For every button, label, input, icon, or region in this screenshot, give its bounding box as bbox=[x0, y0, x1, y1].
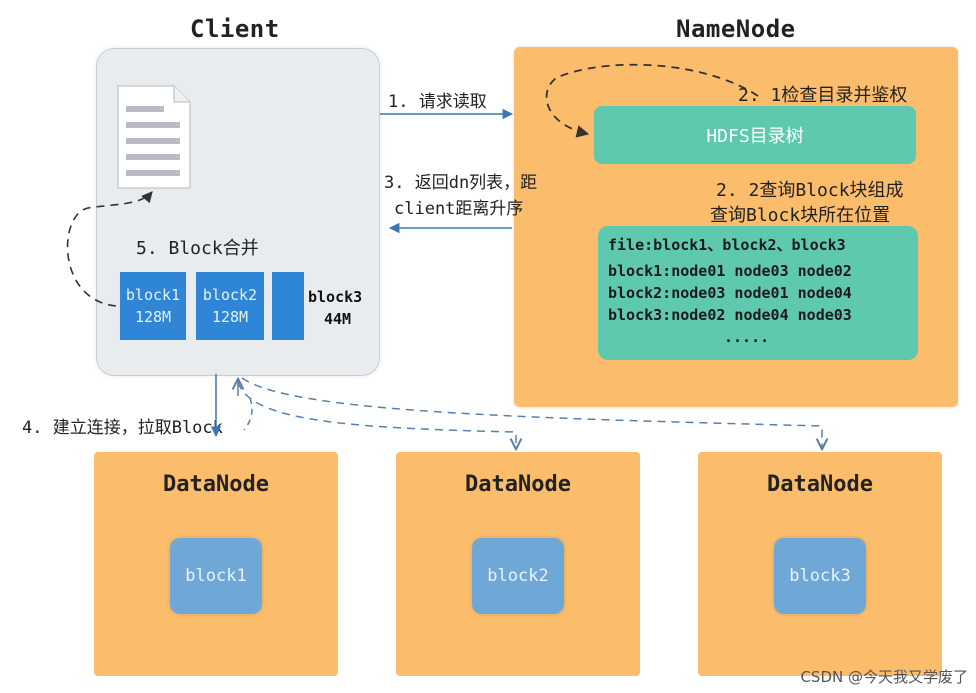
csdn-watermark: CSDN @今天我又学废了 bbox=[800, 668, 968, 686]
step-connect-label: 4. 建立连接，拉取Block bbox=[22, 418, 223, 438]
table-line-file: file:block1、block2、block3 bbox=[608, 236, 846, 254]
datanode-1: DataNode block1 bbox=[94, 452, 338, 676]
step-return-label-1: 3. 返回dn列表，距 bbox=[384, 173, 538, 193]
datanode-3-block: block3 bbox=[774, 538, 866, 614]
block-location-table: file:block1、block2、block3 block1:node01 … bbox=[598, 226, 918, 360]
table-line-block1: block1:node01 node03 node02 bbox=[608, 262, 852, 280]
client-block1-name: block1 bbox=[125, 286, 181, 304]
hdfs-tree-box: HDFS目录树 bbox=[594, 106, 916, 164]
table-line-ellipsis: ..... bbox=[724, 328, 770, 346]
merge-label: 5. Block合并 bbox=[136, 238, 259, 259]
table-line-block3: block3:node02 node04 node03 bbox=[608, 306, 852, 324]
client-block1-size: 128M bbox=[134, 308, 172, 326]
client-block3 bbox=[272, 272, 304, 340]
client-block3-name: block3 bbox=[308, 288, 363, 306]
datanode-3: DataNode block3 bbox=[698, 452, 942, 676]
datanode-1-block: block1 bbox=[170, 538, 262, 614]
document-icon bbox=[116, 84, 192, 190]
query-label-2: 查询Block块所在位置 bbox=[710, 205, 891, 226]
client-block3-label: block3 44M bbox=[308, 286, 362, 330]
datanode-2-block: block2 bbox=[472, 538, 564, 614]
client-block2-name: block2 bbox=[202, 286, 258, 304]
datanode-2: DataNode block2 bbox=[396, 452, 640, 676]
client-block3-size: 44M bbox=[324, 310, 352, 328]
table-line-block2: block2:node03 node01 node04 bbox=[608, 284, 852, 302]
namenode-title: NameNode bbox=[676, 15, 796, 43]
client-block2: block2 128M bbox=[196, 272, 264, 340]
client-title: Client bbox=[190, 15, 280, 43]
datanode-1-title: DataNode bbox=[163, 472, 269, 497]
check-label: 2. 1检查目录并鉴权 bbox=[738, 85, 908, 106]
datanode-2-title: DataNode bbox=[465, 472, 571, 497]
client-block1: block1 128M bbox=[120, 272, 186, 340]
datanode-3-title: DataNode bbox=[767, 472, 873, 497]
step-request-label: 1. 请求读取 bbox=[388, 92, 487, 112]
step-return-label-2: client距离升序 bbox=[394, 199, 524, 219]
pull-arrow-datanode-2 bbox=[237, 381, 516, 448]
query-label-1: 2. 2查询Block块组成 bbox=[716, 180, 904, 201]
pull-arrow-datanode-1 bbox=[243, 397, 253, 431]
client-block2-size: 128M bbox=[211, 308, 249, 326]
